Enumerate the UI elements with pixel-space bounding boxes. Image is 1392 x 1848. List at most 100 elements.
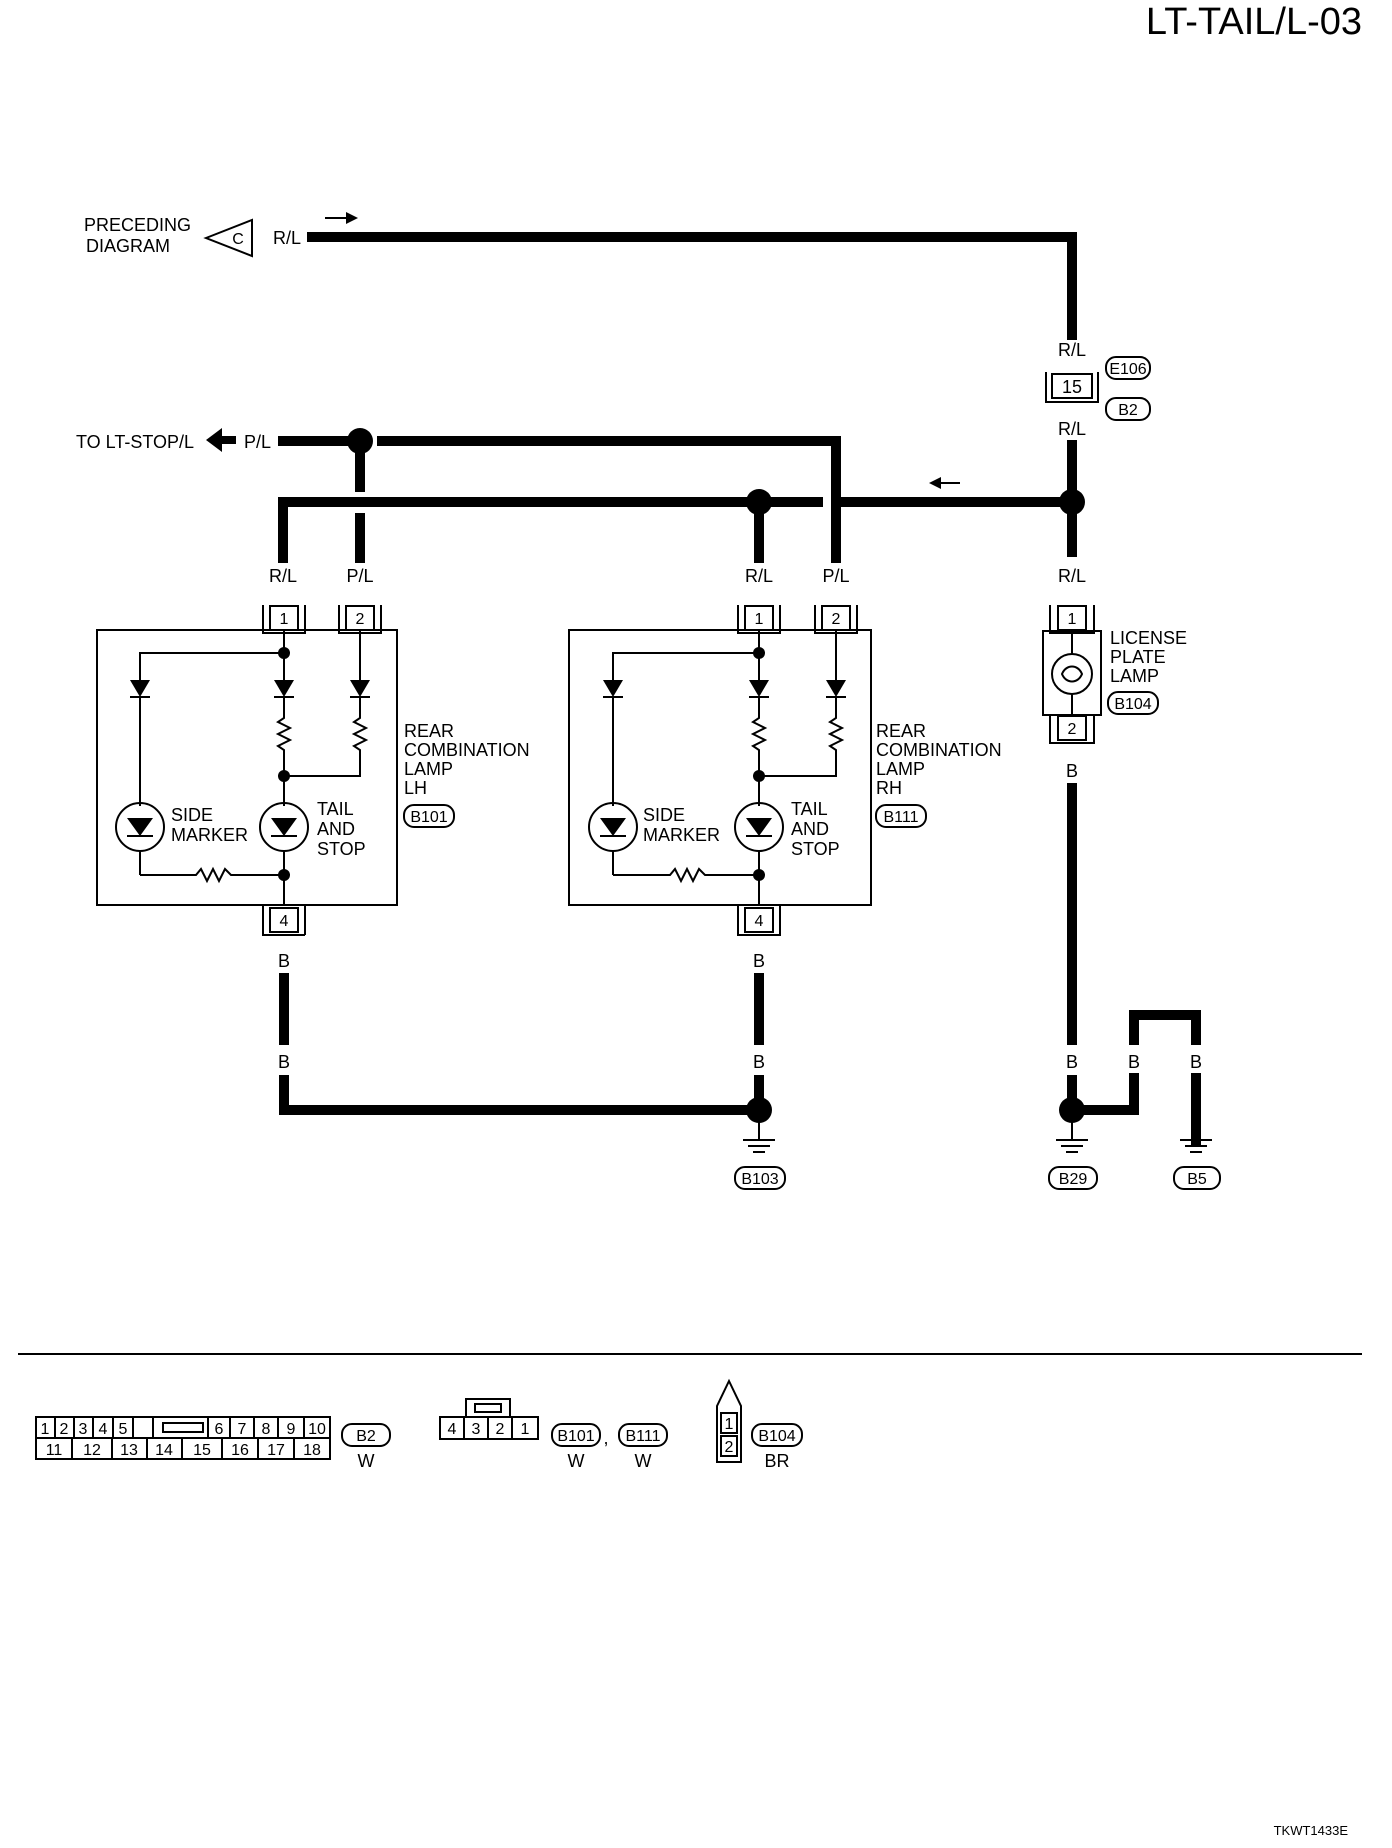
rh-resistor-stop-icon xyxy=(759,697,845,777)
b2-pin: 10 xyxy=(308,1421,326,1438)
lh-title-4: LH xyxy=(404,778,427,798)
lh-tail-1: TAIL xyxy=(317,799,354,819)
lh-resistor-side-icon xyxy=(140,866,284,884)
preceding-letter: C xyxy=(232,231,244,248)
to-stop-label: TO LT-STOP/L xyxy=(76,432,194,452)
b2-pin: 11 xyxy=(46,1442,63,1459)
b2-pin: 17 xyxy=(267,1442,285,1459)
figure-code: TKWT1433E xyxy=(1274,1823,1349,1838)
rh-title-2: COMBINATION xyxy=(876,740,1002,760)
joint-pin-box xyxy=(1051,373,1093,399)
conn-b2: B2 xyxy=(1118,402,1138,419)
ground-b103-icon xyxy=(743,1139,775,1153)
lh-pin2: 2 xyxy=(356,611,365,628)
lh-title-2: COMBINATION xyxy=(404,740,530,760)
to-stop-wire: P/L xyxy=(244,432,271,452)
b101-pin: 1 xyxy=(521,1421,530,1438)
conn-tag-b104 xyxy=(1107,691,1159,715)
lic-wire-out: B xyxy=(1066,761,1078,781)
rh-title-1: REAR xyxy=(876,721,926,741)
b104-pin: 1 xyxy=(725,1416,734,1433)
license-bulb-icon xyxy=(1051,653,1093,695)
conn-tag-b5 xyxy=(1173,1166,1221,1190)
lh-pin2-wire: P/L xyxy=(346,566,373,586)
b2-pin: 6 xyxy=(215,1421,224,1438)
lh-diode-side-icon xyxy=(130,680,150,697)
preceding-label-1: PRECEDING xyxy=(84,215,191,235)
b104-view-label: B104 xyxy=(758,1428,795,1445)
conn-tag-b103 xyxy=(734,1166,786,1190)
b101-view-label: B101 xyxy=(557,1428,594,1445)
joint-wire-bottom: R/L xyxy=(1058,419,1086,439)
arrow-left-icon xyxy=(206,428,236,452)
lh-resistor-stop-icon xyxy=(284,697,369,777)
lh-ground-wire: B xyxy=(278,951,290,971)
lh-pin4: 4 xyxy=(280,913,289,930)
rh-pin1-wire: R/L xyxy=(745,566,773,586)
b101-pin: 2 xyxy=(496,1421,505,1438)
b2-pin: 9 xyxy=(287,1421,296,1438)
connector-view-b2: 1 2 3 4 5 6 7 8 9 10 11 12 13 14 15 16 1… xyxy=(35,1416,391,1471)
rh-resistor-tail-icon xyxy=(750,697,768,776)
rh-pin4: 4 xyxy=(755,913,764,930)
rh-tail-3: STOP xyxy=(791,839,840,859)
rh-side-1: SIDE xyxy=(643,805,685,825)
lh-connector: B101 xyxy=(410,809,447,826)
conn-tag-b111 xyxy=(875,804,927,828)
ground-b29-icon xyxy=(1056,1139,1088,1153)
rh-pin4-box xyxy=(744,907,774,933)
lamp-lh: R/L P/L 1 2 SIDE MARKER xyxy=(96,566,530,971)
lic-title-1: LICENSE xyxy=(1110,628,1187,648)
ground-b29: B29 xyxy=(1059,1171,1088,1188)
rh-title-3: LAMP xyxy=(876,759,925,779)
b2-pin: 14 xyxy=(155,1442,173,1459)
b2-pin: 2 xyxy=(60,1421,69,1438)
rh-title-4: RH xyxy=(876,778,902,798)
connector-view-b104: 1 2 B104 BR xyxy=(716,1378,803,1471)
b2-pin: 1 xyxy=(41,1421,50,1438)
rh-pin1: 1 xyxy=(755,611,764,628)
b111-view-color: W xyxy=(635,1451,652,1471)
joint-bracket xyxy=(1045,372,1099,403)
lh-pin1-wire: R/L xyxy=(269,566,297,586)
lh-side-2: MARKER xyxy=(171,825,248,845)
wire-b-lh-ground xyxy=(279,1075,764,1115)
rh-ground-wire: B xyxy=(753,951,765,971)
ground-b5-icon xyxy=(1180,1139,1212,1153)
conn-tag-e106 xyxy=(1105,356,1151,380)
rh-pin2-wire: P/L xyxy=(822,566,849,586)
rh-lower-wire: B xyxy=(753,1052,765,1072)
rh-lamp-housing xyxy=(568,629,872,906)
b101-pin: 3 xyxy=(472,1421,481,1438)
lamp-rh: R/L P/L 1 2 SIDE MARKER xyxy=(568,566,1002,971)
lh-title-3: LAMP xyxy=(404,759,453,779)
page-id: LT-TAIL/L-03 xyxy=(1146,1,1362,43)
lh-tail-3: STOP xyxy=(317,839,366,859)
lh-diode-tail-icon xyxy=(274,680,294,697)
b101-view-color: W xyxy=(568,1451,585,1471)
conn-tag-b101 xyxy=(403,804,455,828)
b104-view-color: BR xyxy=(764,1451,789,1471)
wire-rl-main xyxy=(307,232,1077,340)
b2-view-label: B2 xyxy=(356,1428,376,1445)
wire-b-to-b5 xyxy=(1067,1073,1139,1115)
b5-wire-b: B xyxy=(1190,1052,1202,1072)
lic-title-3: LAMP xyxy=(1110,666,1159,686)
ground-b103: B103 xyxy=(741,1171,778,1188)
lh-resistor-tail-icon xyxy=(275,697,293,776)
rh-pin2-box xyxy=(821,605,851,631)
rh-diode-tail-icon xyxy=(749,680,769,697)
lh-title-1: REAR xyxy=(404,721,454,741)
lh-diode-stop-icon xyxy=(350,680,370,697)
b101-pin: 4 xyxy=(448,1421,457,1438)
b5-wire-a: B xyxy=(1128,1052,1140,1072)
lic-title-2: PLATE xyxy=(1110,647,1166,667)
rh-tail-2: AND xyxy=(791,819,829,839)
wire-pl-right xyxy=(377,436,841,563)
b2-pin: 5 xyxy=(119,1421,128,1438)
b2-pin: 15 xyxy=(193,1442,211,1459)
rh-side-2: MARKER xyxy=(643,825,720,845)
b2-pin: 3 xyxy=(79,1421,88,1438)
b104-pin: 2 xyxy=(725,1439,734,1456)
